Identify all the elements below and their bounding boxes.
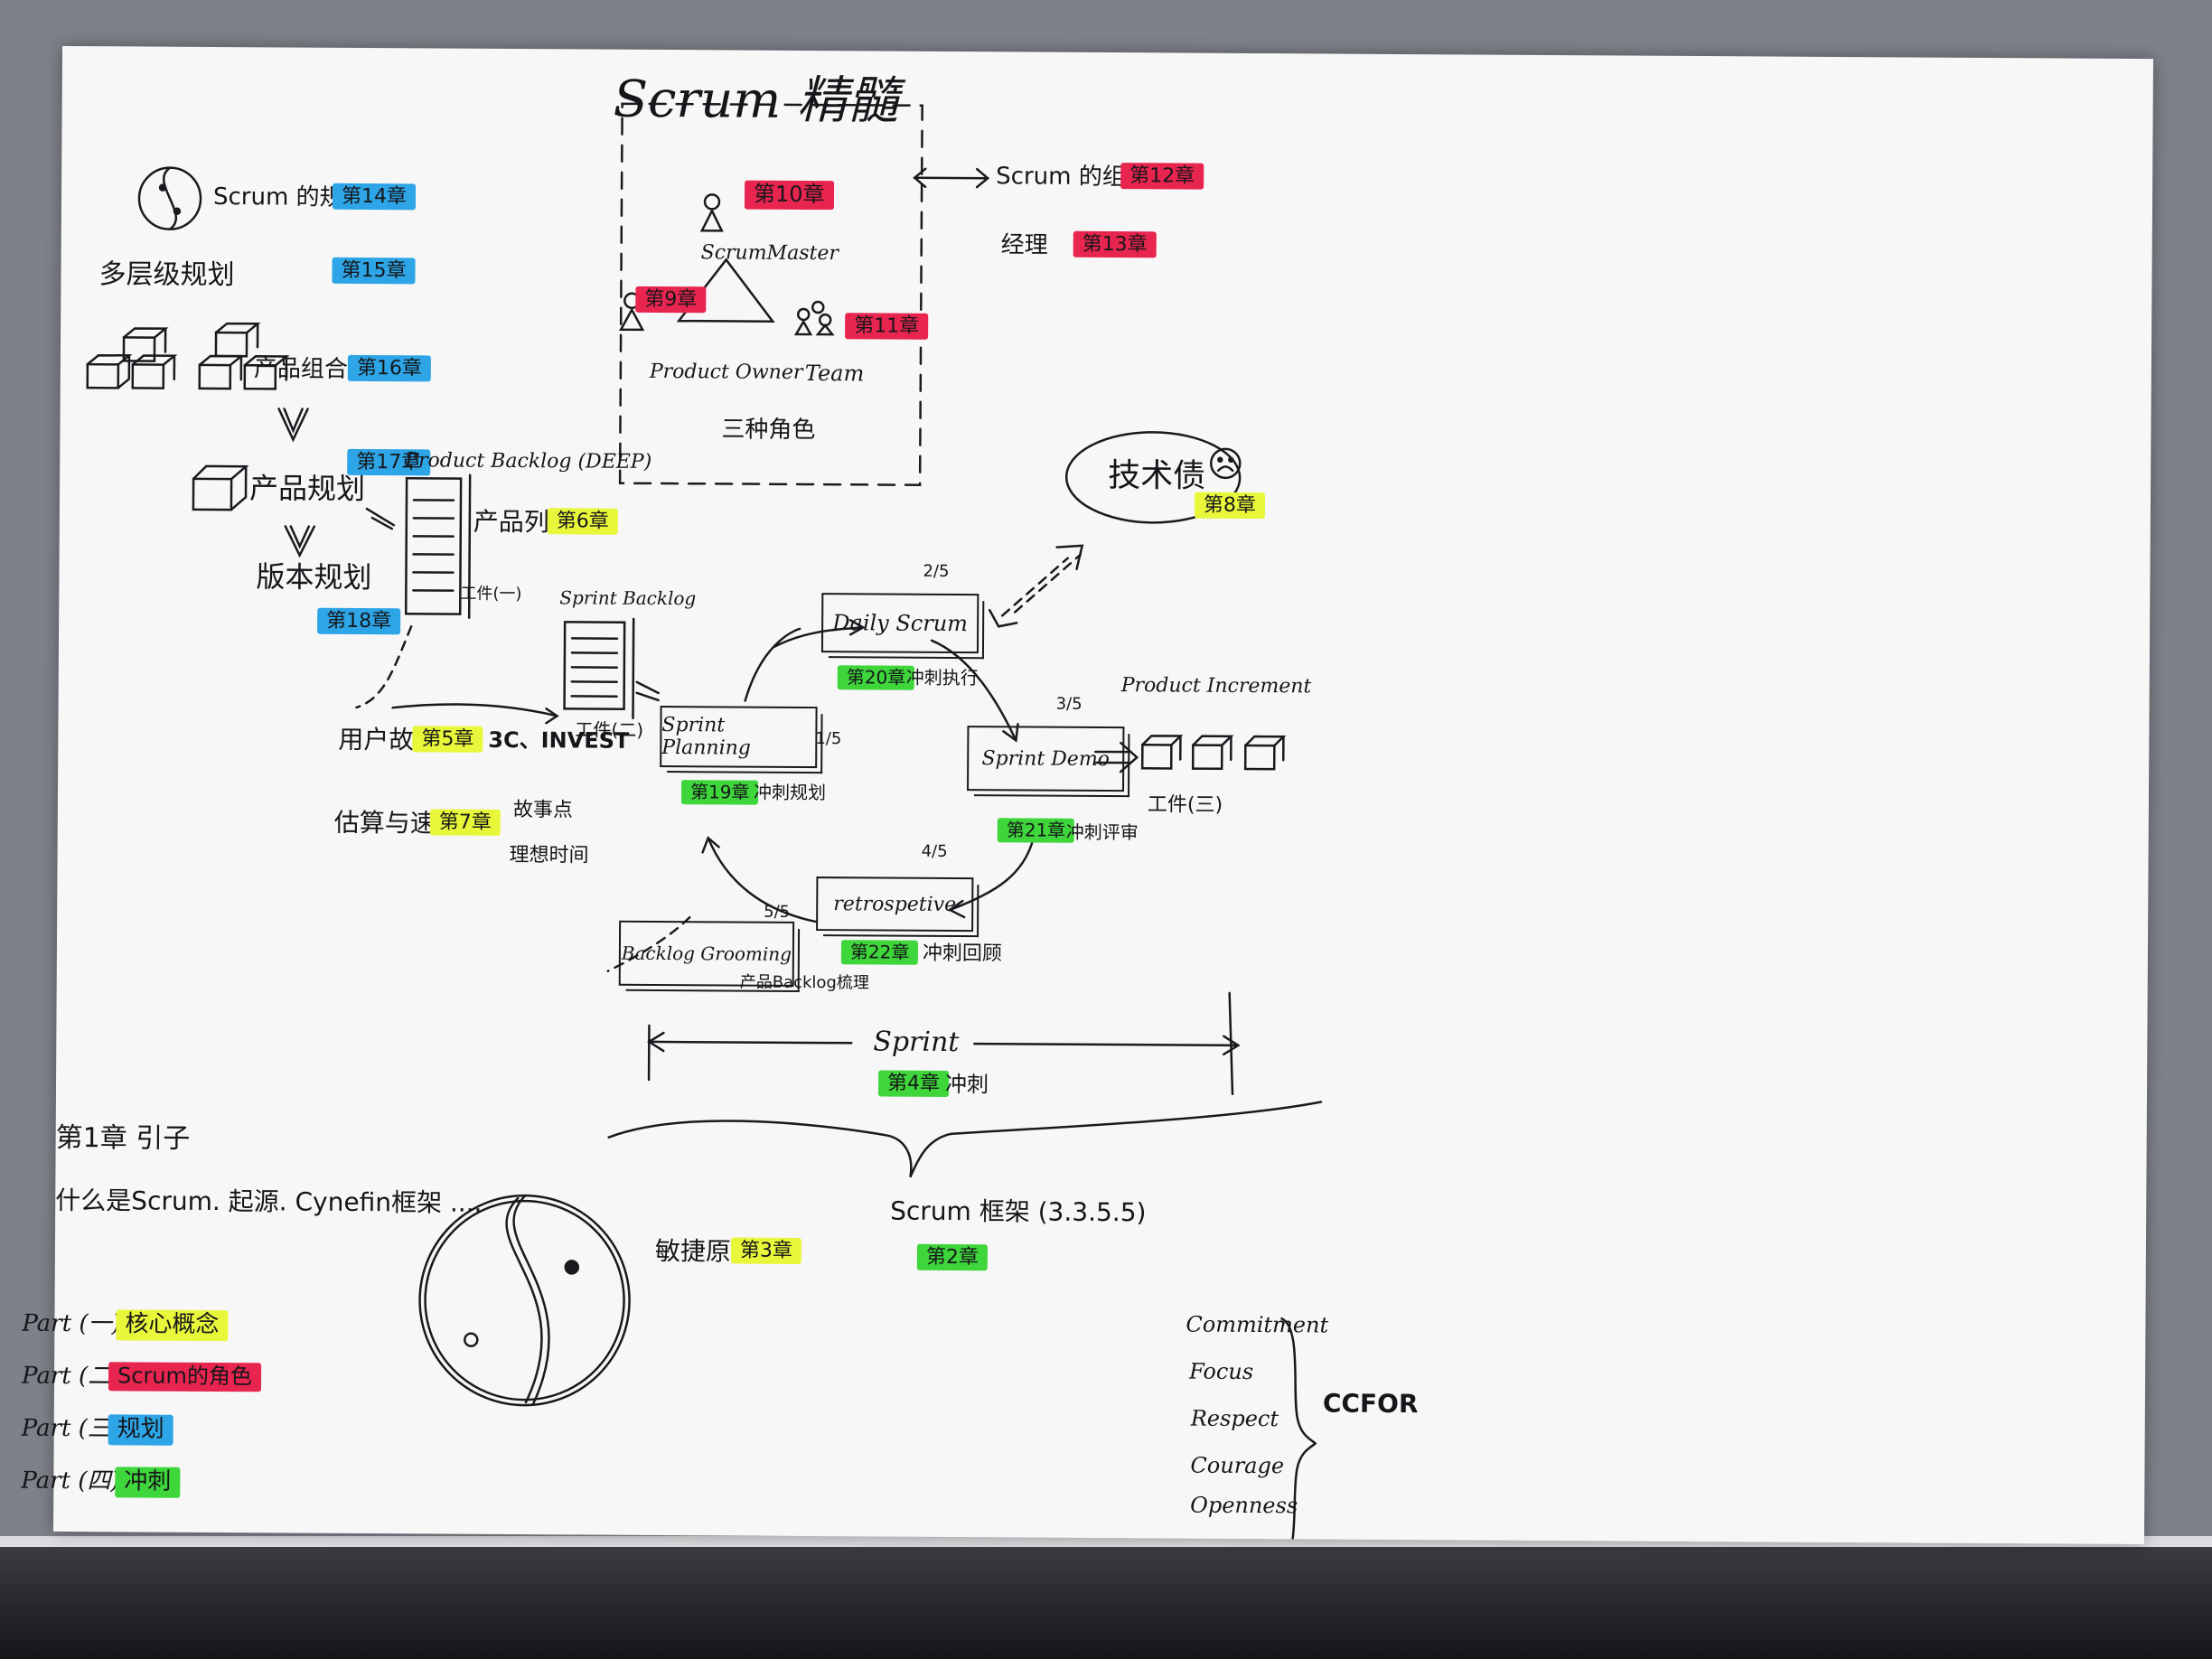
sprint-planning-index: 1/5 [815, 729, 842, 749]
sad-face-icon [1209, 447, 1242, 480]
product-planning-label: 产品规划 [248, 471, 366, 507]
story-points-label: 故事点 [512, 799, 573, 822]
page-title: Scrum 精髓 [613, 70, 899, 131]
estimation-chapter-badge: 第7章 [429, 809, 501, 837]
sprint-bar-chapter-badge: 第4章 [877, 1070, 950, 1098]
manager-label: 经理 [1000, 231, 1048, 259]
release-planning-chapter-badge: 第18章 [317, 607, 401, 635]
team-chapter-badge: 第11章 [845, 313, 929, 341]
part-4-label: Part (四) [21, 1467, 120, 1495]
release-planning-label: 版本规划 [256, 559, 372, 595]
manager-chapter-badge: 第13章 [1073, 230, 1157, 258]
intro-chapter-label: 第1章 引子 [55, 1121, 191, 1155]
sprint-demo-note: 冲刺评审 [1065, 820, 1139, 844]
artifact-three-label: 工件(三) [1147, 793, 1223, 817]
multi-level-chapter-badge: 第15章 [332, 257, 416, 285]
values-acronym: CCFOR [1322, 1388, 1419, 1420]
part-2-badge: Scrum的角色 [108, 1362, 262, 1392]
retrospective-index: 4/5 [921, 841, 948, 861]
value-focus: Focus [1189, 1358, 1254, 1385]
portfolio-cubes-icon [86, 322, 290, 390]
three-roles-caption: 三种角色 [721, 416, 816, 445]
scrum-master-label: ScrumMaster [700, 241, 839, 266]
whiteboard-paper: Scrum 精髓 ScrumMaster 第10章 Product Owner … [21, 45, 2153, 1545]
daily-scrum-chapter-badge: 第20章 [837, 665, 915, 690]
portfolio-chapter-badge: 第16章 [347, 354, 431, 382]
sprint-bar-note: 冲刺 [944, 1071, 989, 1098]
user-stories-extra: 3C、INVEST [488, 726, 630, 754]
planning-principles-chapter-badge: 第14章 [332, 183, 417, 211]
sprint-demo-index: 3/5 [1055, 694, 1083, 714]
value-commitment: Commitment [1186, 1311, 1329, 1338]
sketch-lines [86, 102, 1323, 1545]
product-cube-icon [192, 464, 249, 511]
sprint-bar-label: Sprint [873, 1026, 960, 1059]
sprint-demo-box: Sprint Demo [967, 726, 1125, 792]
part-2-label: Part (二) [21, 1362, 121, 1391]
tech-debt-chapter-badge: 第8章 [1194, 492, 1266, 520]
sprint-backlog-stack-icon [563, 621, 626, 711]
sprint-backlog-title: Sprint Backlog [559, 586, 697, 610]
intro-content: 什么是Scrum. 起源. Cynefin框架 .... [55, 1185, 483, 1218]
part-3-badge: 规划 [108, 1414, 173, 1446]
part-3-label: Part (三) [21, 1414, 121, 1443]
framework-label: Scrum 框架 (3.3.5.5) [890, 1195, 1147, 1228]
artifact-one-label: 工件(一) [460, 584, 522, 605]
product-increment-title: Product Increment [1120, 674, 1312, 698]
retrospective-box: retrospetive [816, 876, 974, 933]
product-backlog-title: Product Backlog (DEEP) [405, 449, 652, 473]
part-1-label: Part (一) [22, 1309, 121, 1338]
backlog-grooming-index: 5/5 [764, 902, 791, 922]
user-stories-chapter-badge: 第5章 [412, 726, 483, 754]
sprint-planning-note: 冲刺规划 [753, 781, 827, 804]
team-label: Team [804, 360, 865, 387]
value-respect: Respect [1190, 1405, 1279, 1432]
product-owner-chapter-badge: 第9章 [635, 286, 707, 314]
multi-level-label: 多层级规划 [98, 258, 235, 292]
product-owner-label: Product Owner [649, 360, 803, 384]
retrospective-chapter-badge: 第22章 [840, 940, 919, 965]
sprint-planning-chapter-badge: 第19章 [680, 780, 759, 805]
ideal-time-label: 理想时间 [509, 843, 589, 867]
value-courage: Courage [1190, 1452, 1285, 1479]
retrospective-note: 冲刺回顾 [922, 942, 1003, 966]
desk-background [0, 1547, 2212, 1659]
scrum-master-chapter-badge: 第10章 [744, 180, 834, 210]
daily-scrum-note: 冲刺执行 [905, 666, 979, 689]
org-chapter-badge: 第12章 [1120, 163, 1204, 190]
sprint-planning-box: Sprint Planning [660, 706, 818, 769]
increment-cubes-icon [1140, 735, 1287, 771]
product-backlog-chapter-badge: 第6章 [547, 508, 618, 536]
part-4-badge: 冲刺 [115, 1467, 181, 1498]
part-1-badge: 核心概念 [116, 1309, 229, 1341]
daily-scrum-index: 2/5 [923, 561, 950, 581]
backlog-grooming-note: 产品Backlog梳理 [739, 972, 869, 993]
agile-principles-chapter-badge: 第3章 [730, 1237, 802, 1265]
framework-chapter-badge: 第2章 [916, 1243, 988, 1271]
yin-yang-large-icon [418, 1194, 631, 1407]
tech-debt-label: 技术债 [1108, 457, 1206, 495]
roles-panel-border [618, 102, 923, 487]
value-openness: Openness [1190, 1492, 1298, 1519]
product-backlog-stack-icon [404, 477, 463, 615]
sprint-demo-chapter-badge: 第21章 [997, 818, 1075, 843]
daily-scrum-box: Daily Scrum [820, 593, 979, 654]
tech-debt-cloud [1064, 431, 1242, 524]
